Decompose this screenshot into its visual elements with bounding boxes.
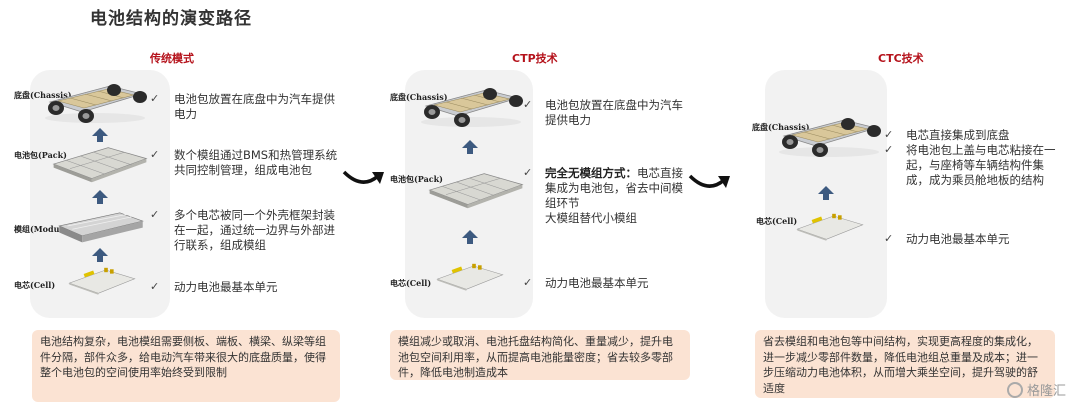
desc-cell: 动力电池最基本单元 bbox=[906, 232, 1010, 246]
desc-pack-body: 电芯直接集成为电池包，省去中间模组环节 bbox=[545, 166, 683, 210]
label-pack: 电池包(Pack) bbox=[390, 174, 443, 184]
desc-pack-extra: 大模组替代小模组 bbox=[545, 211, 637, 225]
module-image bbox=[56, 208, 146, 248]
up-arrow-icon bbox=[92, 190, 108, 204]
chassis-image bbox=[40, 80, 150, 125]
check-icon: ✓ bbox=[523, 98, 533, 111]
watermark-text: 格隆汇 bbox=[1026, 384, 1066, 399]
desc-pack: 数个模组通过BMS和热管理系统共同控制管理，组成电池包 bbox=[174, 148, 338, 177]
label-cell: 电芯(Cell) bbox=[756, 216, 798, 226]
note-ctc: 省去模组和电池包等中间结构，实现更高程度的集成化，进一步减少零部件数量，降低电池… bbox=[755, 330, 1055, 398]
up-arrow-icon bbox=[92, 248, 108, 262]
desc-cell: 动力电池最基本单元 bbox=[174, 280, 278, 294]
up-arrow-icon bbox=[462, 140, 478, 154]
up-arrow-icon bbox=[818, 186, 834, 200]
up-arrow-icon bbox=[92, 128, 108, 142]
desc-chassis-2: 将电池包上盖与电芯粘接在一起，与座椅等车辆结构件集成，成为乘员舱地板的结构 bbox=[906, 143, 1056, 187]
check-icon: ✓ bbox=[884, 128, 894, 141]
column-title-ctp: CTP技术 bbox=[512, 52, 558, 65]
label-cell: 电芯(Cell) bbox=[390, 278, 432, 288]
desc-chassis-1: 电芯直接集成到底盘 bbox=[906, 128, 1010, 142]
watermark-logo-icon bbox=[1006, 381, 1023, 398]
check-icon: ✓ bbox=[523, 166, 533, 179]
column-title-traditional: 传统模式 bbox=[150, 52, 194, 65]
desc-module: 多个电芯被同一个外壳框架封装在一起，通过统一边界与外部进行联系，组成模组 bbox=[174, 208, 335, 252]
chassis-image bbox=[416, 84, 526, 129]
watermark: 格隆汇 bbox=[1006, 380, 1066, 399]
flow-arrow-icon bbox=[342, 166, 386, 192]
desc-pack: 完全无模组方式：电芯直接集成为电池包，省去中间模组环节 大模组替代小模组 bbox=[545, 166, 690, 226]
check-icon: ✓ bbox=[150, 92, 160, 105]
check-icon: ✓ bbox=[150, 208, 160, 221]
label-module: 模组(Module) bbox=[14, 224, 72, 234]
page-title: 电池结构的演变路径 bbox=[90, 9, 252, 29]
check-icon: ✓ bbox=[523, 276, 533, 289]
label-chassis: 底盘(Chassis) bbox=[752, 122, 810, 132]
column-title-ctc: CTC技术 bbox=[878, 52, 924, 65]
desc-cell: 动力电池最基本单元 bbox=[545, 276, 649, 290]
note-ctp: 模组减少或取消、电池托盘结构简化、重量减少，提升电池包空间利用率，从而提高电池能… bbox=[390, 330, 690, 380]
desc-pack-heading: 完全无模组方式： bbox=[545, 166, 637, 180]
cell-image bbox=[790, 210, 870, 246]
cell-image bbox=[62, 264, 142, 300]
label-cell: 电芯(Cell) bbox=[14, 280, 56, 290]
check-icon: ✓ bbox=[150, 280, 160, 293]
desc-chassis: 电池包放置在底盘中为汽车提供电力 bbox=[174, 92, 335, 121]
check-icon: ✓ bbox=[150, 148, 160, 161]
check-icon: ✓ bbox=[884, 232, 894, 245]
desc-chassis: 电池包放置在底盘中为汽车提供电力 bbox=[545, 98, 683, 127]
label-pack: 电池包(Pack) bbox=[14, 150, 67, 160]
up-arrow-icon bbox=[462, 230, 478, 244]
label-chassis: 底盘(Chassis) bbox=[14, 90, 72, 100]
note-traditional: 电池结构复杂，电池模组需要侧板、端板、横梁、纵梁等组件分隔，部件众多，给电动汽车… bbox=[32, 330, 340, 402]
chassis-image bbox=[774, 114, 884, 159]
cell-image bbox=[430, 260, 510, 296]
label-chassis: 底盘(Chassis) bbox=[390, 92, 448, 102]
pack-image bbox=[50, 142, 150, 187]
flow-arrow-icon bbox=[688, 170, 732, 196]
check-icon: ✓ bbox=[884, 143, 894, 156]
pack-image bbox=[426, 168, 526, 213]
